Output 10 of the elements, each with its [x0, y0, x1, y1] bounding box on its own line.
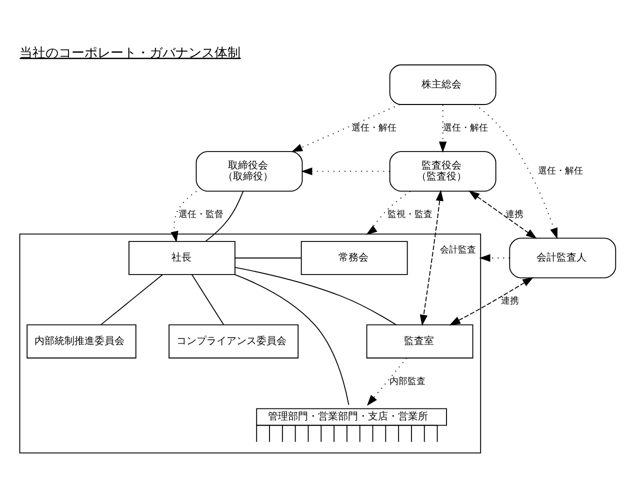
edge-label: 選任・解任	[538, 166, 583, 177]
edge-label: 連携	[500, 296, 519, 307]
edge-label: 選任・解任	[352, 122, 397, 134]
edge-label: 監視・監査	[388, 208, 433, 220]
edge-label: 連携	[505, 208, 524, 220]
edge-label: 選任・解任	[442, 122, 488, 134]
edge-label: 内部監査	[389, 376, 426, 387]
edge-label: 選任・監督	[178, 208, 224, 220]
edge-label: 会計監査	[440, 244, 476, 256]
diagram-title: 当社のコーポレート・ガバナンス体制	[20, 46, 241, 61]
